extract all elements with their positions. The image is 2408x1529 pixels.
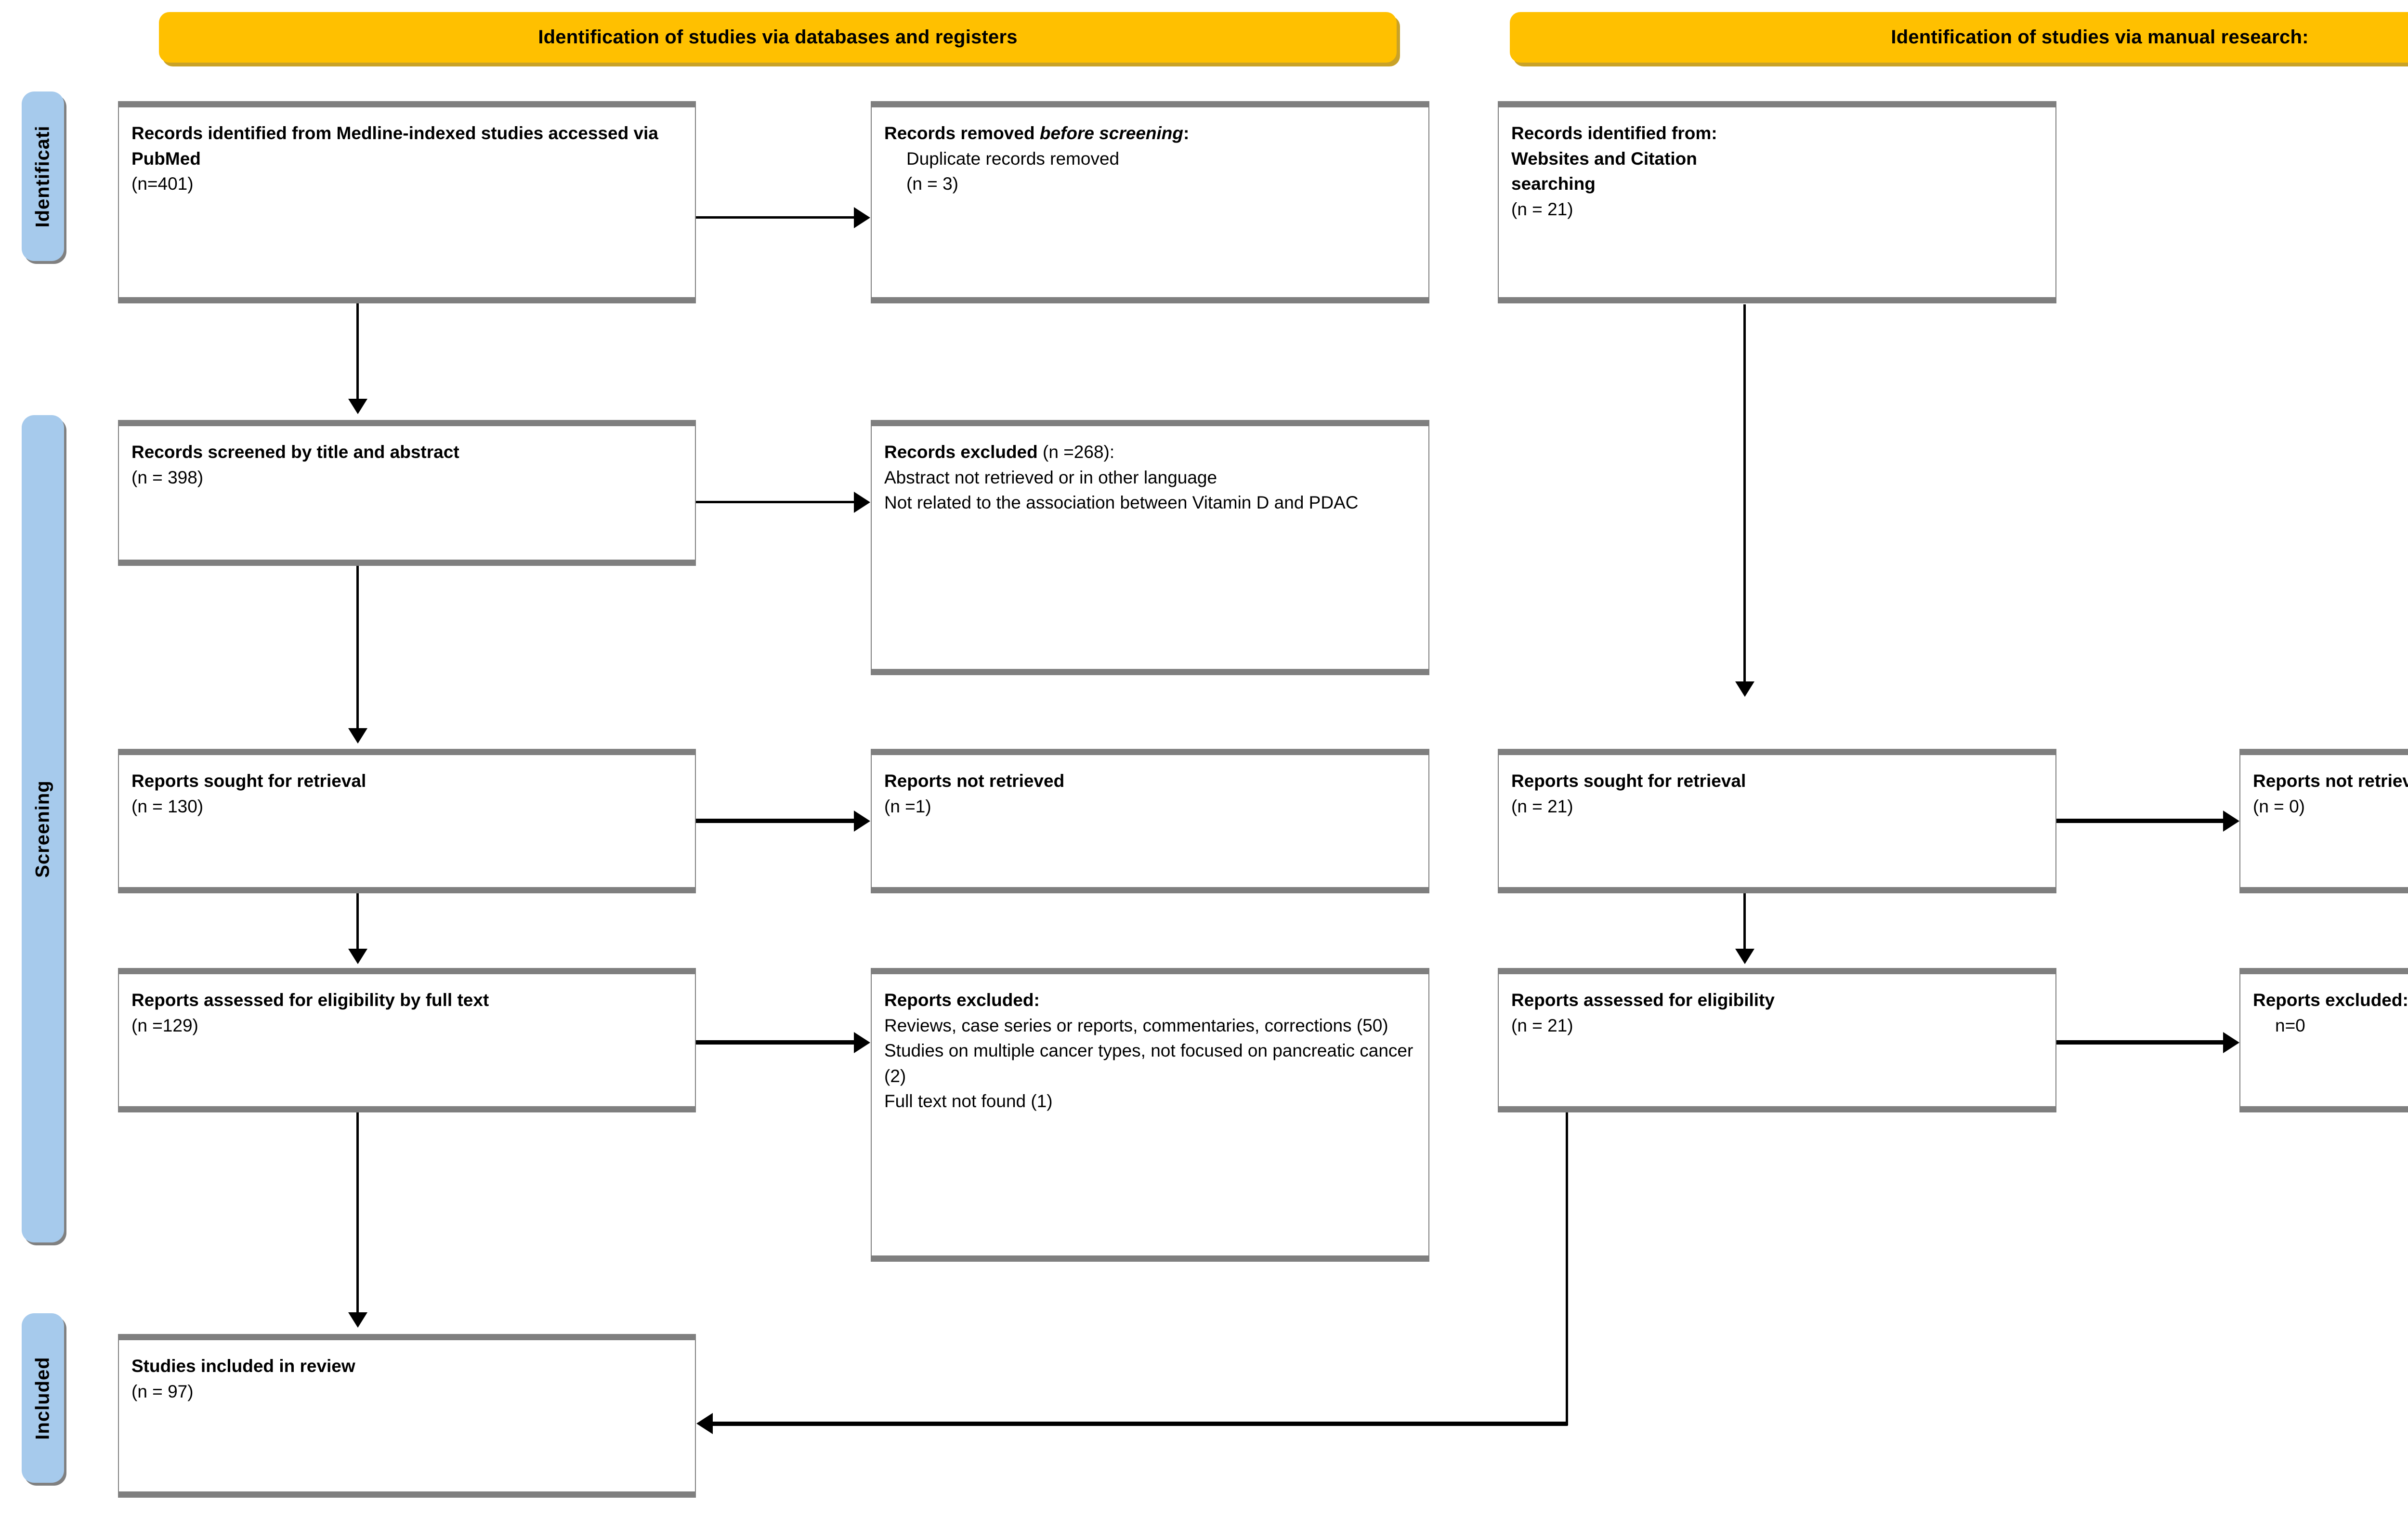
box-records-removed: Records removed before screening: Duplic…	[871, 101, 1429, 303]
arrow-screened-to-sought	[348, 728, 367, 744]
arrow-identified-to-screened	[348, 399, 367, 414]
reports-excluded-manual-title: Reports excluded:	[2253, 990, 2408, 1010]
connector-sought-manual-to-not-retrieved	[2056, 819, 2225, 823]
reports-not-retrieved-manual-count: (n = 0)	[2253, 796, 2305, 816]
reports-assessed-db-title: Reports assessed for eligibility by full…	[131, 990, 489, 1010]
records-excluded-reason-1: Abstract not retrieved or in other langu…	[884, 467, 1217, 487]
connector-assessed-manual-left-to-included	[713, 1422, 1568, 1426]
arrow-manual-identified-to-sought	[1735, 681, 1754, 697]
stage-band-identification: Identificati	[22, 91, 64, 261]
connector-screened-to-sought	[356, 566, 359, 732]
records-removed-title: Records removed before screening:	[884, 123, 1190, 143]
records-screened-count: (n = 398)	[131, 467, 204, 487]
box-records-identified-databases: Records identified from Medline-indexed …	[118, 101, 696, 303]
stage-band-screening-label: Screening	[32, 780, 53, 878]
box-reports-not-retrieved-databases: Reports not retrieved (n =1)	[871, 749, 1429, 893]
records-removed-count: (n = 3)	[906, 174, 958, 194]
reports-not-retrieved-db-count: (n =1)	[884, 796, 931, 816]
box-records-identified-manual: Records identified from: Websites and Ci…	[1498, 101, 2056, 303]
connector-identified-to-screened	[356, 303, 359, 402]
stage-band-screening: Screening	[22, 415, 64, 1242]
reports-excluded-db-reason-1: Reviews, case series or reports, comment…	[884, 1015, 1388, 1035]
section-header-databases-label: Identification of studies via databases …	[538, 26, 1018, 48]
box-reports-sought-manual: Reports sought for retrieval (n = 21)	[1498, 749, 2056, 893]
arrow-assessed-db-to-included	[348, 1312, 367, 1328]
connector-manual-identified-to-sought	[1743, 304, 1746, 685]
connector-assessed-db-to-included	[356, 1112, 359, 1317]
records-excluded-heading: Records excluded (n =268):	[884, 442, 1115, 462]
arrow-sought-db-to-assessed	[348, 949, 367, 964]
reports-sought-manual-count: (n = 21)	[1511, 796, 1573, 816]
reports-excluded-db-title: Reports excluded:	[884, 990, 1040, 1010]
reports-assessed-db-count: (n =129)	[131, 1015, 198, 1035]
section-header-databases: Identification of studies via databases …	[159, 12, 1397, 63]
box-reports-assessed-databases: Reports assessed for eligibility by full…	[118, 968, 696, 1112]
box-reports-excluded-manual: Reports excluded: n=0	[2239, 968, 2408, 1112]
records-identified-manual-line3: searching	[1511, 174, 1596, 194]
records-removed-detail: Duplicate records removed	[906, 148, 1120, 169]
box-reports-assessed-manual: Reports assessed for eligibility (n = 21…	[1498, 968, 2056, 1112]
arrow-sought-db-to-not-retrieved	[854, 810, 870, 832]
section-header-manual: Identification of studies via manual res…	[1510, 12, 2408, 63]
records-identified-db-count: (n=401)	[131, 174, 194, 194]
box-reports-excluded-databases: Reports excluded: Reviews, case series o…	[871, 968, 1429, 1262]
reports-not-retrieved-manual-title: Reports not retrieved	[2253, 771, 2408, 791]
arrow-assessed-db-to-excluded	[854, 1032, 870, 1053]
reports-assessed-manual-count: (n = 21)	[1511, 1015, 1573, 1035]
reports-excluded-db-reason-3: Full text not found (1)	[884, 1091, 1053, 1111]
arrow-screened-to-excluded	[854, 492, 870, 513]
box-studies-included: Studies included in review (n = 97)	[118, 1334, 696, 1498]
arrow-assessed-manual-to-excluded	[2223, 1032, 2239, 1053]
studies-included-count: (n = 97)	[131, 1381, 194, 1401]
connector-sought-db-to-not-retrieved	[696, 819, 855, 823]
reports-sought-manual-title: Reports sought for retrieval	[1511, 771, 1746, 791]
box-records-screened: Records screened by title and abstract (…	[118, 420, 696, 566]
stage-band-identification-label: Identificati	[32, 125, 53, 228]
connector-sought-manual-to-assessed	[1743, 893, 1746, 954]
box-reports-sought-databases: Reports sought for retrieval (n = 130)	[118, 749, 696, 893]
arrow-sought-manual-to-not-retrieved	[2223, 810, 2239, 832]
arrow-manual-to-included	[696, 1413, 713, 1434]
records-identified-manual-line2: Websites and Citation	[1511, 148, 1697, 169]
section-header-manual-label: Identification of studies via manual res…	[1891, 26, 2309, 48]
connector-sought-db-to-assessed	[356, 893, 359, 954]
connector-screened-to-excluded	[696, 501, 855, 503]
arrow-identified-to-removed	[854, 207, 870, 228]
records-excluded-reason-2: Not related to the association between V…	[884, 493, 1359, 513]
reports-excluded-manual-count: n=0	[2275, 1015, 2305, 1035]
connector-identified-to-removed	[696, 216, 855, 219]
reports-not-retrieved-db-title: Reports not retrieved	[884, 771, 1065, 791]
reports-sought-db-title: Reports sought for retrieval	[131, 771, 366, 791]
records-identified-db-title: Records identified from Medline-indexed …	[131, 123, 658, 169]
studies-included-title: Studies included in review	[131, 1356, 355, 1376]
box-records-excluded: Records excluded (n =268): Abstract not …	[871, 420, 1429, 675]
records-identified-manual-line1: Records identified from:	[1511, 123, 1717, 143]
stage-band-included-label: Included	[32, 1356, 53, 1440]
connector-assessed-manual-to-excluded	[2056, 1040, 2225, 1045]
box-reports-not-retrieved-manual: Reports not retrieved (n = 0)	[2239, 749, 2408, 893]
arrow-sought-manual-to-assessed	[1735, 949, 1754, 964]
reports-sought-db-count: (n = 130)	[131, 796, 204, 816]
records-identified-manual-count: (n = 21)	[1511, 199, 1573, 219]
reports-excluded-db-reason-2: Studies on multiple cancer types, not fo…	[884, 1041, 1413, 1086]
records-screened-title: Records screened by title and abstract	[131, 442, 459, 462]
reports-assessed-manual-title: Reports assessed for eligibility	[1511, 990, 1775, 1010]
stage-band-included: Included	[22, 1313, 64, 1483]
connector-assessed-manual-down	[1566, 1112, 1568, 1425]
connector-assessed-db-to-excluded	[696, 1040, 855, 1045]
